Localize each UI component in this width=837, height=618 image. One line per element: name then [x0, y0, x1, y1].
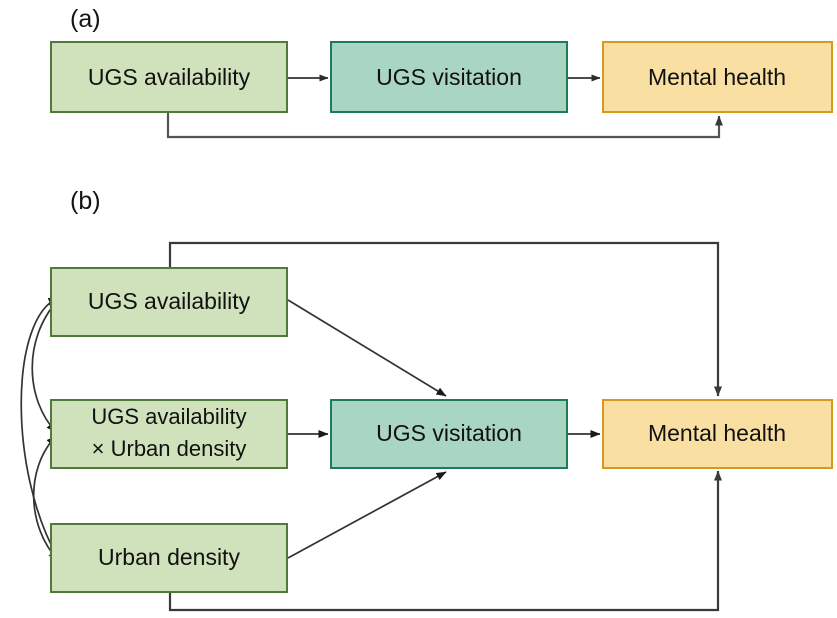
node-a-mental-health-label: Mental health [648, 64, 786, 90]
panel-b: (b) UGS availability UGS availability × … [20, 187, 833, 612]
node-b-ugs-availability[interactable] [50, 267, 288, 337]
node-b-interaction[interactable] [50, 399, 288, 469]
node-b-mental-health[interactable] [602, 399, 833, 469]
node-a-ugs-visitation[interactable] [330, 41, 568, 113]
panel-a: (a) UGS availability UGS visitation Ment… [50, 5, 833, 139]
edge-b-corr-availability-interaction [31, 299, 59, 433]
node-b-interaction-label-line1: UGS availability [91, 404, 246, 429]
node-b-urban-density[interactable] [50, 523, 288, 593]
panel-b-label: (b) [70, 187, 101, 215]
node-b-urban-density-label: Urban density [98, 544, 240, 570]
edge-b-availability-to-mental-health [168, 241, 722, 397]
panel-a-label: (a) [70, 5, 101, 33]
edge-b-urban-density-to-visitation [287, 471, 447, 559]
node-b-mental-health-label: Mental health [648, 420, 786, 446]
node-a-ugs-visitation-label: UGS visitation [376, 64, 522, 90]
node-b-ugs-visitation[interactable] [330, 399, 568, 469]
edge-b-urban-density-to-mental-health [168, 470, 722, 612]
node-a-ugs-availability-label: UGS availability [88, 64, 251, 90]
edge-b-availability-to-visitation [287, 299, 447, 397]
node-a-ugs-availability[interactable] [50, 41, 288, 113]
edge-b-corr-availability-urban-density [20, 297, 59, 559]
node-b-ugs-availability-label: UGS availability [88, 288, 251, 314]
edge-a-availability-to-mental-health [166, 112, 723, 139]
edge-b-corr-interaction-urban-density [32, 435, 59, 561]
node-a-mental-health[interactable] [602, 41, 833, 113]
node-b-interaction-label-line2: × Urban density [92, 436, 247, 461]
node-b-ugs-visitation-label: UGS visitation [376, 420, 522, 446]
